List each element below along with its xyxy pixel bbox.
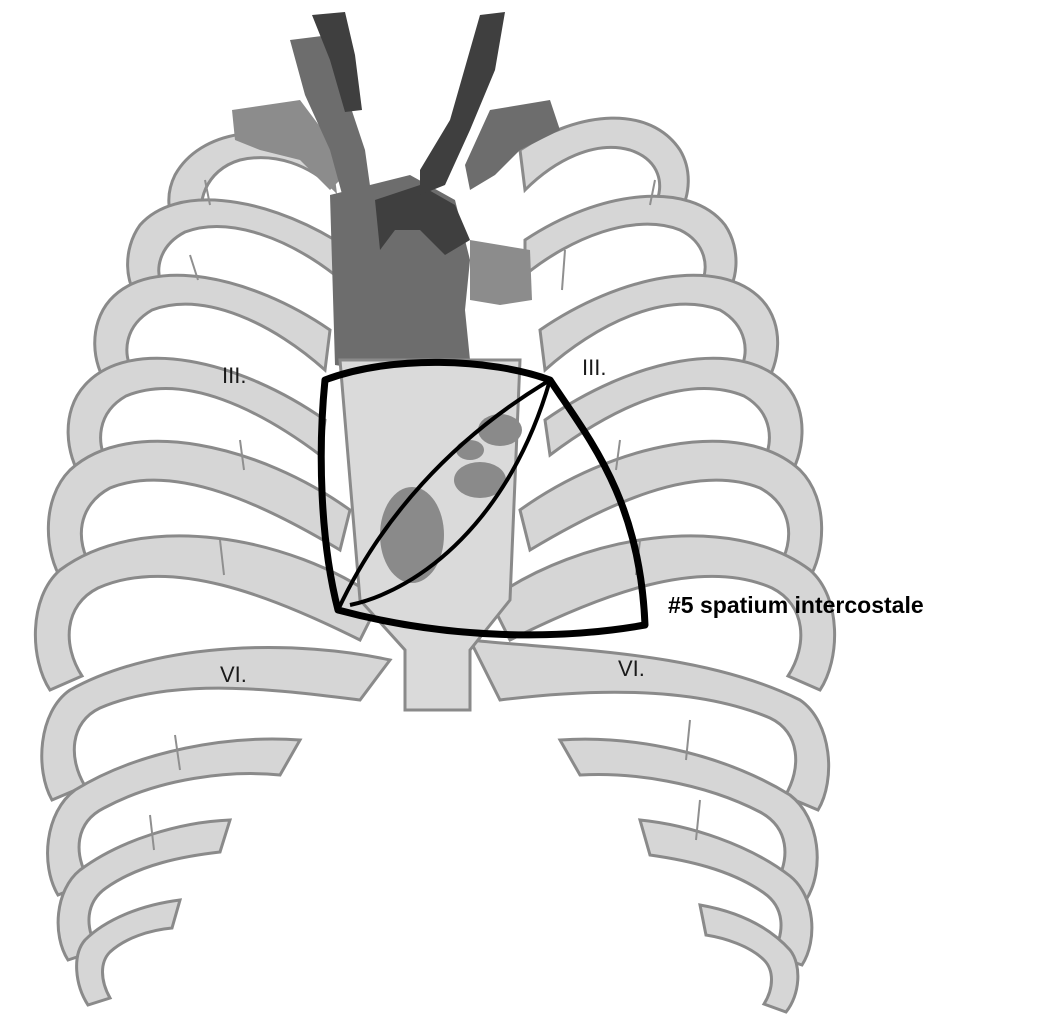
vessel-right-lateral <box>470 240 532 305</box>
heart-chamber-left <box>380 487 444 583</box>
right-rib-7 <box>470 640 829 810</box>
left-rib-7 <box>42 648 390 800</box>
heart-chamber-mid <box>478 414 522 446</box>
annotation-intercostal: #5 spatium intercostale <box>668 592 924 618</box>
rib-label-left-iii: III. <box>222 363 246 388</box>
rib-label-right-vi: VI. <box>618 656 645 681</box>
heart-chamber-small <box>456 440 484 460</box>
rib-label-right-iii: III. <box>582 355 606 380</box>
rib-label-left-vi: VI. <box>220 662 247 687</box>
left-rib-10 <box>77 900 180 1005</box>
